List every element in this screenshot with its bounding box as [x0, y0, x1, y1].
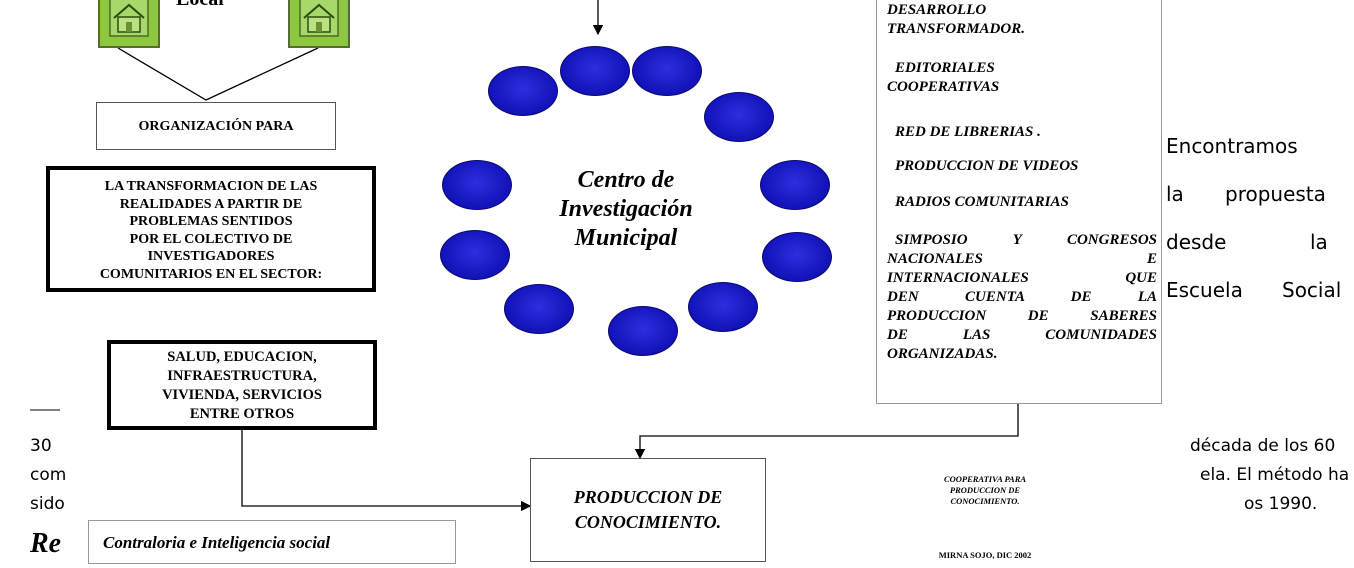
panel-item-videos: PRODUCCION DE VIDEOS — [895, 158, 1079, 174]
oval-node — [762, 232, 832, 282]
oval-node — [440, 230, 510, 280]
centro-line: Centro de — [577, 167, 675, 193]
footnote-text: os 1990. — [1244, 494, 1318, 514]
oval-node — [608, 306, 678, 356]
oval-node — [488, 66, 558, 116]
organizacion-box: ORGANIZACIÓN PARA — [96, 102, 336, 150]
footnote-text: sido — [30, 494, 65, 514]
body-word: Encontramos — [1166, 134, 1298, 158]
panel-item-radios: RADIOS COMUNITARIAS — [895, 194, 1069, 210]
centro-line: Investigación — [559, 196, 693, 222]
oval-node — [632, 46, 702, 96]
heading-fragment: Re — [30, 528, 62, 559]
oval-node — [704, 92, 774, 142]
oval-node — [442, 160, 512, 210]
panel-item-simposio: PRODUCCION DE SABERES — [887, 308, 1157, 324]
contraloria-box: Contraloria e Inteligencia social — [88, 520, 456, 564]
panel-item-desarrollo: TRANSFORMADOR. — [887, 21, 1025, 37]
sectores-box: SALUD, EDUCACION, INFRAESTRUCTURA, VIVIE… — [107, 340, 377, 430]
body-word: desde — [1166, 230, 1227, 254]
panel-item-simposio: ORGANIZADAS. — [887, 346, 998, 362]
cooperativa-credit: COOPERATIVA PARA PRODUCCION DE CONOCIMIE… — [920, 474, 1050, 507]
produccion-box: PRODUCCION DE CONOCIMIENTO. — [530, 458, 766, 562]
sectores-line: VIVIENDA, SERVICIOS — [162, 387, 322, 403]
transformacion-line: INVESTIGADORES — [147, 249, 275, 264]
footnote-number: 30 — [30, 436, 52, 456]
oval-node — [688, 282, 758, 332]
panel-item-desarrollo: DESARROLLO — [887, 2, 987, 18]
body-word: Social — [1282, 278, 1342, 302]
cooperativa-line: PRODUCCION DE — [949, 485, 1021, 495]
contraloria-label: Contraloria e Inteligencia social — [103, 533, 331, 552]
body-word: la — [1166, 182, 1184, 206]
local-label: Local — [176, 0, 224, 11]
panel-item-librerias: RED DE LIBRERIAS . — [895, 124, 1041, 140]
panel-item-simposio: DEN CUENTA DE LA — [887, 289, 1157, 305]
transformacion-line: PROBLEMAS SENTIDOS — [129, 214, 293, 229]
transformacion-line: POR EL COLECTIVO DE — [129, 231, 293, 247]
produccion-line: PRODUCCION DE — [573, 487, 723, 507]
panel-item-simposio: INTERNACIONALES QUE — [887, 270, 1157, 286]
body-word: Escuela — [1166, 278, 1243, 302]
panel-item-simposio: DE LAS COMUNIDADES — [887, 327, 1157, 343]
oval-node — [504, 284, 574, 334]
oval-node — [560, 46, 630, 96]
panel-item-simposio: SIMPOSIO Y CONGRESOS — [895, 232, 1157, 248]
footnote-text: ela. El método ha — [1200, 465, 1350, 485]
panel-item-editoriales: EDITORIALES — [895, 60, 995, 76]
produccion-line: CONOCIMIENTO. — [574, 512, 722, 532]
sectores-line: INFRAESTRUCTURA, — [167, 368, 317, 384]
panel-item-simposio: NACIONALES E — [887, 251, 1157, 267]
cooperativa-line: COOPERATIVA PARA — [943, 474, 1027, 484]
centro-line: Municipal — [574, 225, 678, 251]
transformacion-line: REALIDADES A PARTIR DE — [119, 196, 303, 212]
transformacion-line: COMUNITARIOS EN EL SECTOR: — [99, 266, 323, 282]
house-left-icon — [98, 0, 160, 48]
footnote-text: com — [30, 465, 67, 485]
organizacion-label: ORGANIZACIÓN PARA — [138, 119, 294, 134]
centro-label: Centro de Investigación Municipal — [526, 166, 726, 253]
right-panel: DESARROLLO TRANSFORMADOR. EDITORIALES CO… — [876, 0, 1162, 404]
transformacion-box: LA TRANSFORMACION DE LAS REALIDADES A PA… — [46, 166, 376, 292]
footnote-text: década de los 60 — [1190, 436, 1336, 456]
body-word: propuesta — [1225, 182, 1326, 206]
house-right-icon — [288, 0, 350, 48]
panel-item-editoriales: COOPERATIVAS — [887, 79, 1000, 95]
author-credit: MIRNA SOJO, DIC 2002 — [938, 550, 1032, 560]
body-word: la — [1310, 230, 1328, 254]
sectores-line: SALUD, EDUCACION, — [167, 349, 317, 365]
oval-node — [760, 160, 830, 210]
cooperativa-line: CONOCIMIENTO. — [950, 496, 1020, 506]
transformacion-line: LA TRANSFORMACION DE LAS — [104, 179, 318, 194]
sectores-line: ENTRE OTROS — [189, 406, 295, 422]
